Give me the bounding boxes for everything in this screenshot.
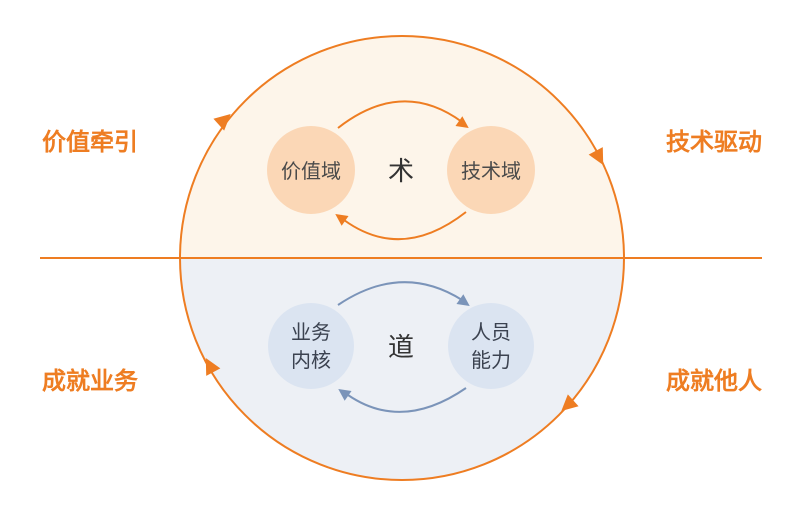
node-value-domain-label: 价值域 [281, 159, 341, 183]
bottom-inner-arc-lower [347, 387, 467, 413]
bottom-inner-arrow-left-icon [338, 388, 352, 401]
label-tech-driven: 技术驱动 [666, 128, 762, 156]
node-staff-capability-line1: 人员 [471, 320, 511, 344]
outer-arrow-top-right-icon [588, 147, 604, 165]
node-tech-domain [447, 126, 535, 214]
outer-arrow-bottom-left-icon [205, 358, 221, 376]
top-inner-arc-upper [337, 100, 463, 129]
top-inner-arrow-right-icon [455, 116, 469, 129]
node-business-core-line1: 业务 [291, 320, 331, 344]
node-business-core-line2: 内核 [291, 348, 331, 372]
outer-arrow-top-left-icon [213, 113, 231, 131]
node-value-domain [267, 126, 355, 214]
center-label-dao: 道 [388, 333, 414, 363]
node-tech-domain-label: 技术域 [461, 159, 521, 183]
center-label-shu: 术 [388, 157, 414, 187]
node-staff-capability-line2: 能力 [471, 348, 511, 372]
bottom-inner-arrow-right-icon [456, 294, 470, 307]
node-business-core [268, 303, 354, 389]
node-staff-capability [448, 303, 534, 389]
top-inner-arc-lower [343, 211, 467, 241]
label-value-traction: 价值牵引 [42, 128, 138, 156]
label-achieve-business: 成就业务 [42, 367, 139, 395]
label-achieve-others: 成就他人 [666, 367, 762, 395]
bottom-inner-arc-upper [337, 281, 463, 306]
outer-arrow-bottom-right-icon [561, 394, 579, 412]
top-inner-arrow-left-icon [335, 213, 349, 226]
